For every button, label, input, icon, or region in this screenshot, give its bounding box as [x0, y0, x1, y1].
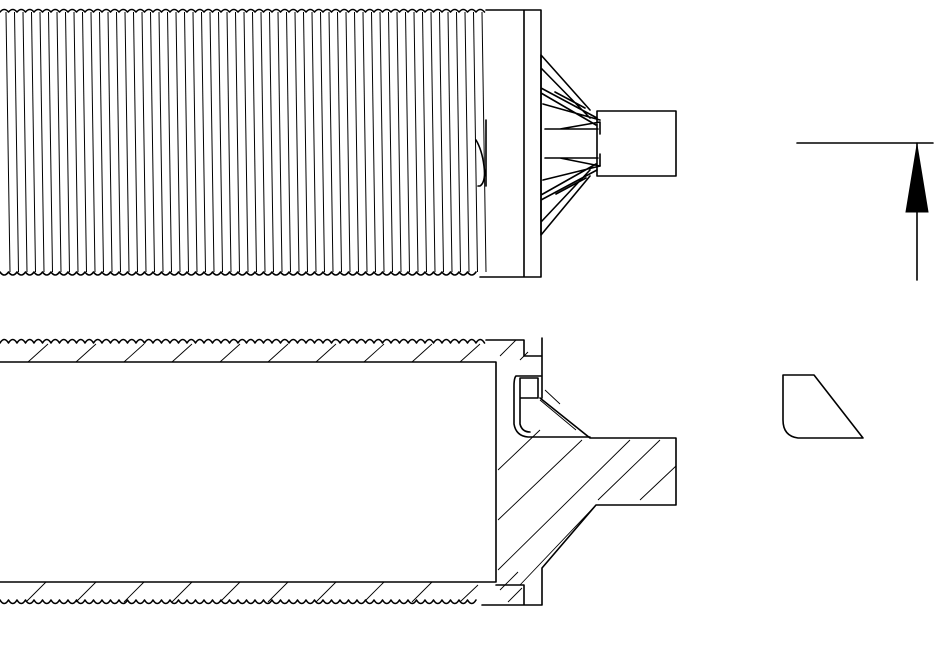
thread-line [31, 11, 36, 273]
thread-line [481, 11, 487, 273]
hub-shaft [544, 110, 677, 177]
thread-line [269, 11, 274, 273]
thread-line [413, 11, 419, 273]
thread-line [65, 11, 70, 273]
section-hatching [25, 339, 677, 603]
thread-line [14, 11, 19, 273]
thread-line [48, 11, 53, 273]
thread-line [218, 11, 223, 273]
thread-line [388, 11, 393, 273]
thread-line [430, 11, 436, 273]
thread-line [311, 11, 317, 273]
thread-line [107, 11, 113, 273]
thread-line [379, 11, 385, 273]
thread-line [90, 11, 96, 273]
thread-line [354, 11, 359, 273]
thread-lines [5, 11, 487, 273]
thread-line [175, 11, 181, 273]
detail-profile [782, 374, 864, 439]
thread-line [447, 11, 453, 273]
thread-line [405, 11, 410, 273]
thread-line [116, 11, 121, 273]
thread-line [328, 11, 334, 273]
thread-crest-top-edge [0, 8, 486, 13]
thread-line [235, 11, 240, 273]
arrow-head [905, 144, 929, 213]
section-thread-top [0, 338, 486, 344]
thread-line [337, 11, 342, 273]
thread-crest-bottom-edge [0, 271, 477, 276]
thread-line [184, 11, 189, 273]
support-fins [540, 54, 601, 236]
body-end-cap [479, 9, 542, 278]
thread-line [39, 11, 45, 273]
section-view [0, 337, 677, 606]
thread-line [464, 11, 470, 273]
thread-line [439, 11, 444, 273]
thread-line [150, 11, 155, 273]
thread-line [124, 11, 130, 273]
thread-line [82, 11, 87, 273]
section-top-wall [0, 337, 543, 583]
thread-line [209, 11, 215, 273]
thread-line [133, 11, 138, 273]
thread-line [473, 11, 478, 273]
thread-line [260, 11, 266, 273]
thread-line [362, 11, 368, 273]
inner-notch [513, 375, 591, 438]
thread-line [192, 11, 198, 273]
thread-line [158, 11, 164, 273]
thread-line [22, 11, 28, 273]
exterior-view [0, 8, 677, 278]
thread-line [345, 11, 351, 273]
profile-outline [782, 374, 864, 439]
thread-line [294, 11, 300, 273]
thread-line [73, 11, 79, 273]
thread-line [320, 11, 325, 273]
thread-line [303, 11, 308, 273]
thread-line [396, 11, 402, 273]
section-arrow [796, 142, 934, 281]
thread-line [226, 11, 232, 273]
thread-line [141, 11, 147, 273]
thread-line [201, 11, 206, 273]
thread-line [56, 11, 62, 273]
thread-line [167, 11, 172, 273]
thread-line [371, 11, 376, 273]
thread-line [286, 11, 291, 273]
thread-line [277, 11, 283, 273]
thread-line [422, 11, 427, 273]
thread-line [456, 11, 461, 273]
cap-tab [475, 119, 487, 187]
thread-line [243, 11, 249, 273]
section-bottom-wall [481, 397, 677, 606]
thread-line [99, 11, 104, 273]
section-thread-bottom [0, 599, 477, 605]
thread-line [5, 11, 11, 273]
thread-line [252, 11, 257, 273]
